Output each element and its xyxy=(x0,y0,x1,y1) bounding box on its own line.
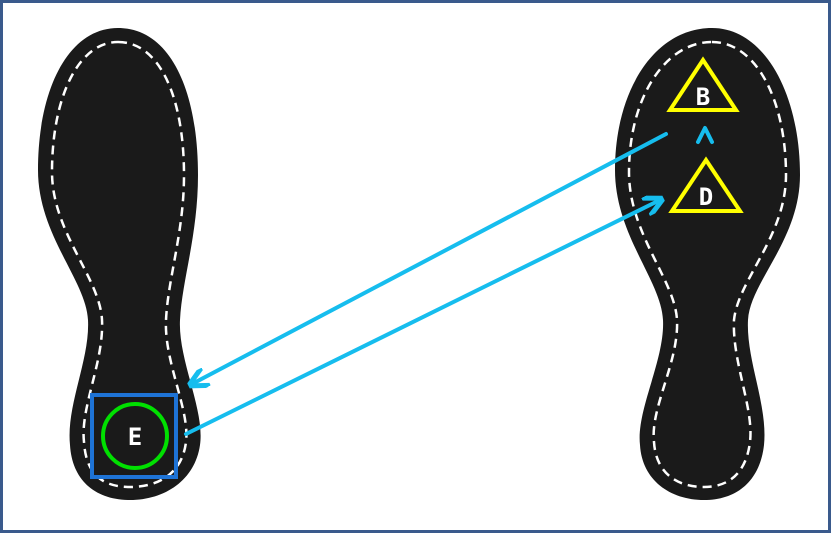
arrow-e-to-d xyxy=(186,200,660,434)
marker-e-label: E xyxy=(128,423,142,451)
marker-b-label: B xyxy=(696,83,710,111)
arrow-b-to-e xyxy=(192,134,666,384)
marker-d-label: D xyxy=(699,183,713,211)
